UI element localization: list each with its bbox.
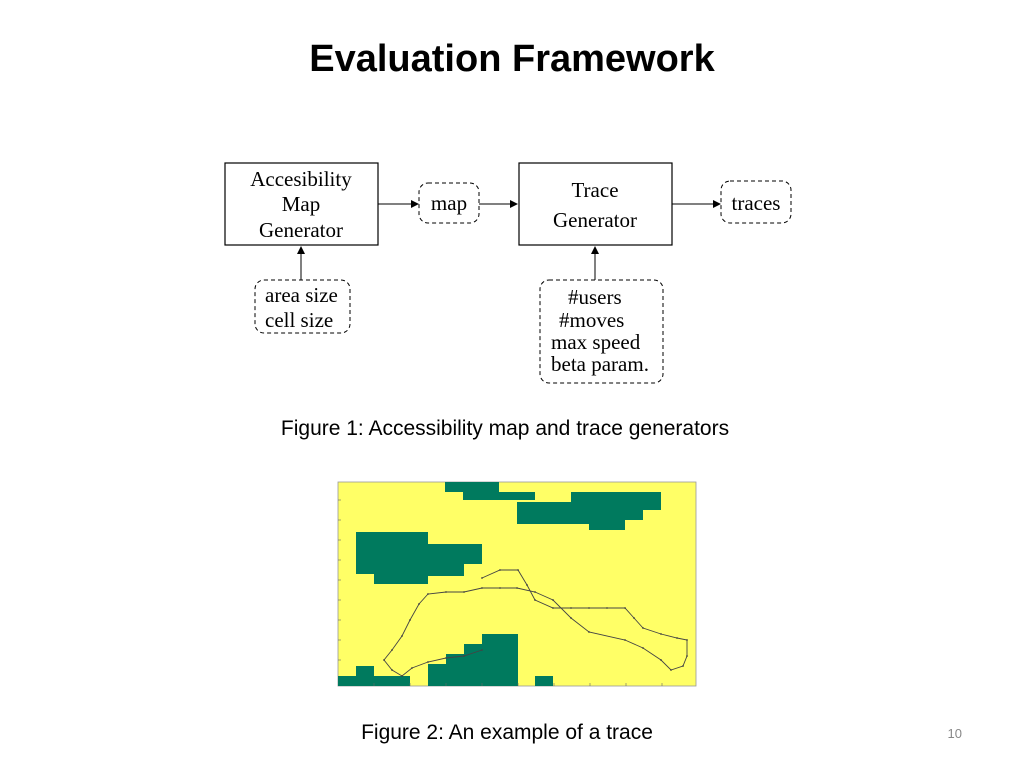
- trace-point: [383, 659, 385, 661]
- obstacle-regions: [338, 482, 661, 686]
- trace-point: [588, 631, 590, 633]
- traces-output-box: traces: [720, 180, 792, 224]
- trace-point: [642, 627, 644, 629]
- obstacle-region-top: [445, 482, 535, 500]
- flow-diagram: Accesibility Map Generator map Trace Gen…: [224, 162, 792, 384]
- trace-point: [499, 587, 501, 589]
- map-output-box: map: [418, 182, 480, 224]
- trace-point: [624, 639, 626, 641]
- trace-generator-box: Trace Generator: [518, 162, 673, 246]
- trace-point: [552, 607, 554, 609]
- map-param-cell-size: cell size: [265, 308, 333, 332]
- trace-point: [606, 607, 608, 609]
- trace-point: [418, 603, 420, 605]
- map-generator-line-3: Generator: [259, 218, 343, 242]
- obstacle-region-top-right: [517, 492, 661, 530]
- map-param-area-size: area size: [265, 283, 338, 307]
- map-params-box: area size cell size: [254, 279, 351, 334]
- trace-point: [517, 569, 519, 571]
- trace-point: [445, 591, 447, 593]
- figure-1-caption: Figure 1: Accessibility map and trace ge…: [280, 417, 730, 440]
- trace-point: [526, 584, 528, 586]
- figure-2-caption: Figure 2: An example of a trace: [361, 721, 653, 744]
- trace-generator-line-1: Trace: [571, 178, 618, 202]
- trace-point: [686, 639, 688, 641]
- trace-map-image: [332, 480, 698, 688]
- trace-param-moves: #moves: [559, 308, 624, 332]
- trace-point: [481, 587, 483, 589]
- obstacle-region-bottom-small: [535, 676, 553, 686]
- trace-params-box: #users #moves max speed beta param.: [539, 279, 664, 384]
- trace-point: [411, 667, 413, 669]
- obstacle-region-bottom: [428, 634, 518, 686]
- trace-generator-line-2: Generator: [553, 208, 637, 232]
- trace-point: [409, 619, 411, 621]
- trace-point: [670, 669, 672, 671]
- trace-point: [588, 607, 590, 609]
- trace-point: [552, 599, 554, 601]
- axis-ticks: [338, 499, 663, 686]
- trace-point: [642, 647, 644, 649]
- obstacle-region-left: [356, 532, 482, 584]
- trace-point: [516, 587, 518, 589]
- trace-point: [676, 637, 678, 639]
- trace-point: [401, 635, 403, 637]
- traces-output-label: traces: [732, 191, 781, 215]
- trace-point: [391, 669, 393, 671]
- trace-param-users: #users: [568, 285, 622, 309]
- trace-point: [534, 599, 536, 601]
- trace-point: [391, 649, 393, 651]
- trace-point: [401, 675, 403, 677]
- trace-point: [463, 655, 465, 657]
- map-generator-box: Accesibility Map Generator: [224, 162, 379, 246]
- trace-point: [570, 617, 572, 619]
- trace-point: [427, 661, 429, 663]
- trace-point: [427, 593, 429, 595]
- trace-point: [445, 657, 447, 659]
- trace-point: [624, 607, 626, 609]
- trace-point: [481, 649, 483, 651]
- slide-title: Evaluation Framework: [309, 38, 715, 80]
- map-output-label: map: [431, 191, 467, 215]
- map-generator-line-1: Accesibility: [250, 167, 352, 191]
- trace-point: [481, 577, 483, 579]
- page-number: 10: [947, 726, 962, 741]
- trace-point: [633, 617, 635, 619]
- trace-param-max-speed: max speed: [551, 330, 641, 354]
- trace-param-beta: beta param.: [551, 352, 649, 376]
- trace-point: [534, 591, 536, 593]
- obstacle-region-bottom-left: [338, 666, 410, 686]
- trace-point: [463, 591, 465, 593]
- trace-point: [660, 659, 662, 661]
- trace-point: [570, 607, 572, 609]
- trace-point: [499, 569, 501, 571]
- trace-point: [686, 655, 688, 657]
- map-generator-line-2: Map: [282, 192, 321, 216]
- trace-point: [682, 665, 684, 667]
- trace-point: [660, 633, 662, 635]
